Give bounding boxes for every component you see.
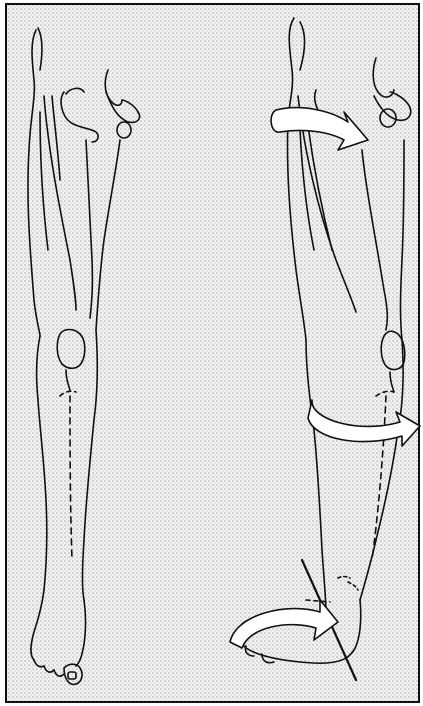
halftone-background — [6, 4, 419, 702]
